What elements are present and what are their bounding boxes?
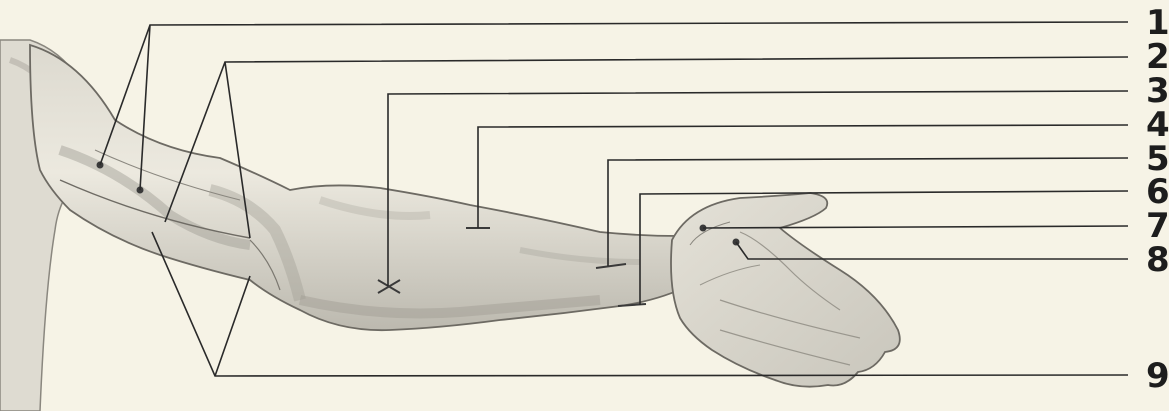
label-9: 9 bbox=[1146, 356, 1169, 396]
label-8: 8 bbox=[1146, 240, 1169, 280]
hand bbox=[671, 193, 900, 387]
number-labels: 1 2 3 4 5 6 7 8 9 bbox=[1146, 3, 1169, 396]
leader-line-1 bbox=[100, 22, 1128, 190]
arm-body bbox=[30, 45, 690, 330]
